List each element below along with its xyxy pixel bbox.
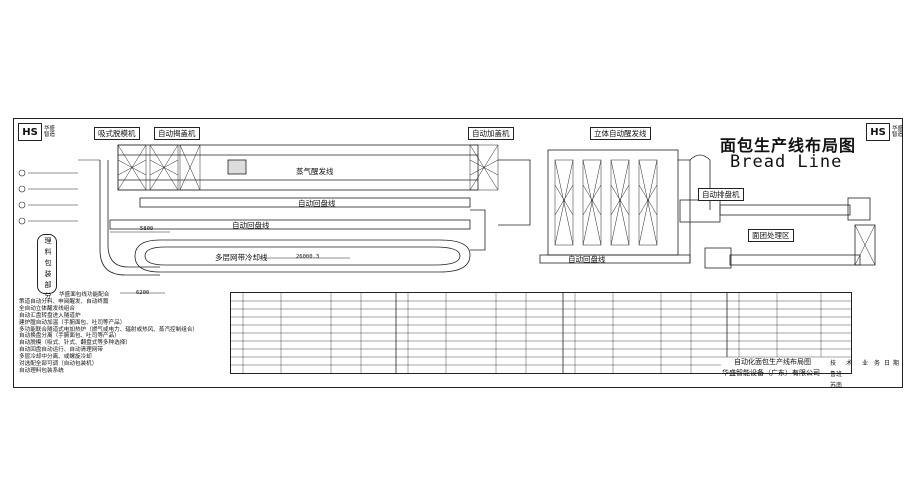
logo-mark: HS	[18, 123, 42, 141]
spiral-proofer	[547, 149, 679, 256]
auto-pan-machine	[679, 199, 721, 223]
logo-caption: 华盛智造	[44, 126, 56, 138]
tb-drawn: 鲁班	[830, 371, 843, 378]
label-multi-cool: 多层网带冷却线	[215, 253, 268, 262]
tb-col-1: 技	[830, 360, 837, 367]
note: 建炉膛自动加温（手腑面包、吐司等产品）	[19, 319, 126, 326]
tb-col-3: 业	[862, 360, 869, 367]
auto-return-line-2	[109, 219, 471, 230]
logo-right: HS 华盛智造	[866, 123, 906, 141]
note: 多功能联合隧道式电加热炉（燃气或电力、辐射或热风、蒸汽控制组合）	[19, 326, 199, 333]
note: 自动换盘分离（手腑面包、吐司等产品）	[19, 333, 120, 340]
label-auto-return-3: 自动回盘线	[568, 255, 606, 264]
tb-col-6: 期	[893, 360, 900, 367]
note: 全自动立体醒发线组合	[19, 305, 75, 312]
logo-caption-right: 华盛智造	[892, 126, 904, 138]
side-label-frame	[37, 234, 57, 294]
drawing-title-cn: 面包生产线布局图	[720, 136, 857, 155]
dim-3: 6200	[136, 290, 150, 296]
label-blow-mold: 吸式脱模机	[94, 127, 140, 140]
cooling-loop	[134, 239, 471, 273]
label-auto-lid: 自动揭盖机	[154, 127, 200, 140]
bom-grid	[231, 293, 851, 373]
note: 多层冷却中分离、或螺旋冷却	[19, 354, 92, 361]
logo-mark-right: HS	[866, 123, 890, 141]
tb-check: 苏南	[830, 382, 843, 389]
label-dough-zone: 面团处理区	[748, 229, 794, 242]
drawing-title-en: Bread Line	[730, 152, 843, 172]
note: 策道自动分料、申阅醒发、自动终篇	[19, 298, 109, 305]
control-box	[227, 159, 247, 175]
auto-return-line-1	[139, 197, 471, 208]
note: 华盛面包线功能配合	[59, 292, 110, 298]
tb-col-2: 术	[846, 360, 853, 367]
label-auto-return-2: 自动回盘线	[232, 221, 270, 230]
logo-left: HS 华盛智造	[18, 123, 58, 141]
label-auto-return: 自动回盘线	[298, 199, 336, 208]
label-steam-proof: 蒸气醒发线	[296, 167, 334, 176]
auto-cover-machine	[469, 144, 499, 191]
note: 自动汇盘转盘进入隧道炉	[19, 312, 81, 319]
dim-1: 5800	[140, 226, 154, 232]
note: 自动回盘自动运行、自动清理网带	[19, 347, 103, 354]
bom-table	[230, 292, 852, 374]
label-auto-cover: 自动加盖机	[468, 127, 514, 140]
tb-col-4: 务	[874, 360, 881, 367]
title-block-company: 华盛智能设备（广东）有限公司	[722, 369, 820, 377]
dim-2: 26000.3	[296, 254, 320, 260]
notes-list: 华盛面包线功能配合 策道自动分料、申阅醒发、自动终篇 全自动立体醒发线组合 自动…	[19, 292, 198, 375]
label-auto-pan: 自动排盘机	[698, 188, 744, 201]
blow-mold-machine	[117, 144, 201, 191]
label-spiral-proofer: 立体自动醒发线	[590, 127, 651, 140]
side-label: 理料包装部分	[44, 237, 52, 300]
note: 自动理料包装系统	[19, 367, 64, 374]
note: 对选配全部可调（自动包装机）	[19, 361, 98, 368]
tb-col-5: 日	[884, 360, 891, 367]
title-block-name: 自动化面包生产线布局图	[734, 358, 811, 366]
note: 自动脱模（吸式、针式、翻盘式等多种选择）	[19, 340, 131, 347]
